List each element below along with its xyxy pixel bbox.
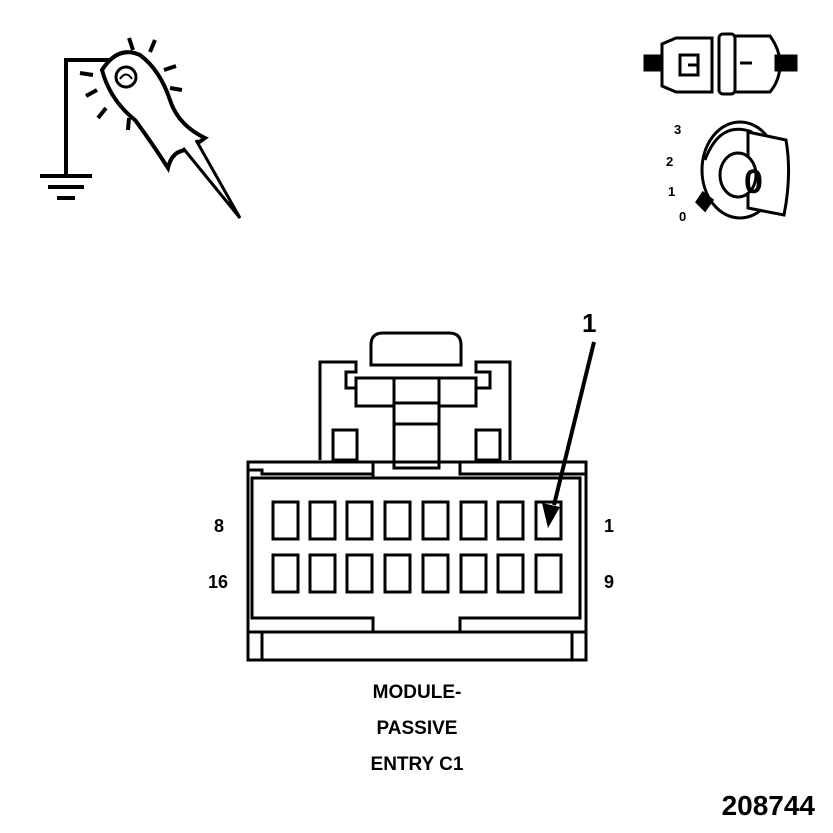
key-position-3: 3 <box>674 122 681 137</box>
pin-label-8: 8 <box>214 516 224 536</box>
ground-symbol-icon <box>40 174 92 200</box>
key-position-2: 2 <box>666 154 673 169</box>
figure-id: 208744 <box>722 790 816 821</box>
key-label: 0 <box>744 163 763 201</box>
key-position-1: 1 <box>668 184 675 199</box>
pin-label-1: 1 <box>604 516 614 536</box>
connector-disconnect-icon <box>643 32 798 96</box>
test-light-probe-icon <box>64 37 242 219</box>
cavity-row-top <box>271 500 563 541</box>
key-position-0: 0 <box>679 209 686 224</box>
connector-title-line-1: MODULE- <box>373 682 462 703</box>
callout-arrow <box>542 341 596 528</box>
cavity-row-bottom <box>271 553 563 594</box>
ignition-key-icon <box>695 120 791 220</box>
connector-title-line-3: ENTRY C1 <box>371 754 464 775</box>
connector-face <box>246 331 588 662</box>
connector-title-line-2: PASSIVE <box>377 718 458 739</box>
pin-label-9: 9 <box>604 572 614 592</box>
pin-label-16: 16 <box>208 572 228 592</box>
callout-number: 1 <box>582 308 596 338</box>
